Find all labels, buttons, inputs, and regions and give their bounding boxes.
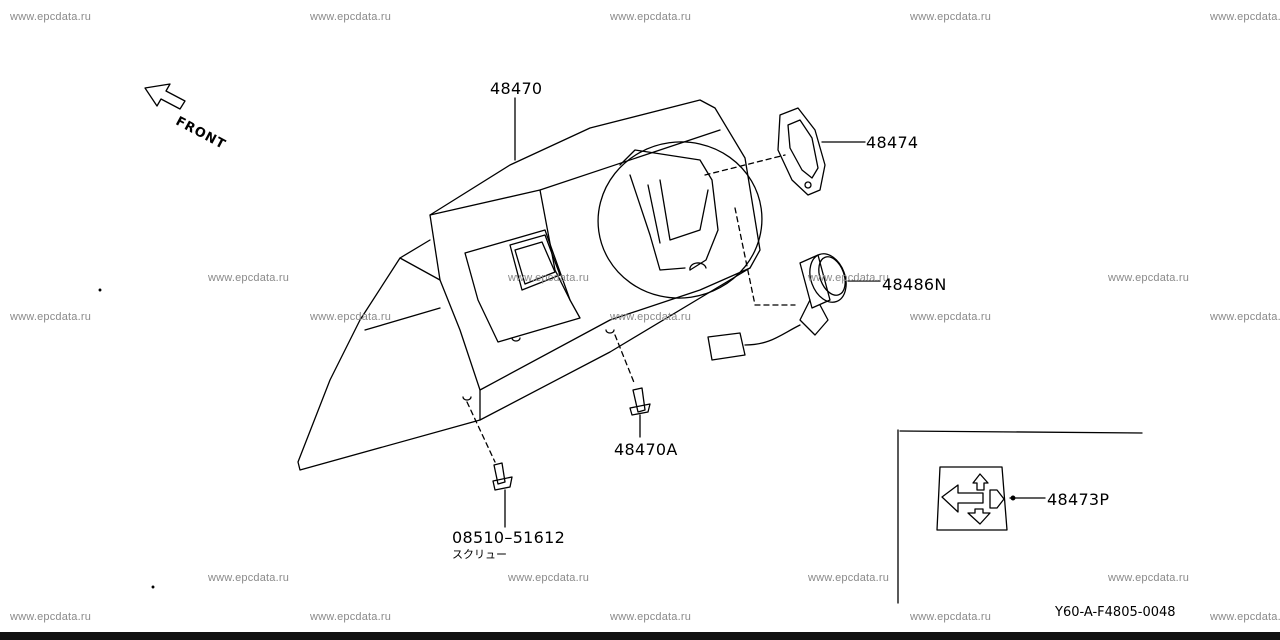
part-label-ring-switch[interactable]: 48486N	[882, 275, 947, 294]
watermark: www.epcdata.ru	[508, 272, 590, 284]
watermark: www.epcdata.ru	[808, 572, 890, 584]
watermark: www.epcdata.ru	[610, 611, 692, 623]
finisher-ring	[704, 107, 866, 196]
watermark: www.epcdata.ru	[910, 11, 992, 23]
watermark: www.epcdata.ru	[310, 311, 392, 323]
watermark: www.epcdata.ru	[10, 611, 92, 623]
front-arrow-icon	[144, 83, 186, 110]
cluster-lid	[297, 99, 763, 471]
watermark: www.epcdata.ru	[808, 272, 890, 284]
screw-48470a	[614, 334, 651, 438]
watermark: www.epcdata.ru	[910, 311, 992, 323]
figure-code: Y60-A-F4805-0048	[1055, 605, 1176, 620]
watermark: www.epcdata.ru	[208, 572, 290, 584]
watermark: www.epcdata.ru	[1108, 572, 1190, 584]
watermark: www.epcdata.ru	[208, 272, 290, 284]
part-label-screw-b[interactable]: 08510–51612	[452, 528, 566, 547]
screw-note: スクリュー	[452, 548, 507, 561]
watermark: www.epcdata.ru	[10, 11, 92, 23]
screw-08510	[466, 401, 513, 528]
watermark: www.epcdata.ru	[910, 611, 992, 623]
watermark: www.epcdata.ru	[1210, 311, 1280, 323]
watermark: www.epcdata.ru	[610, 11, 692, 23]
part-label-mirror-switch[interactable]: 48473P	[1047, 490, 1110, 509]
part-label-screw-a[interactable]: 48470A	[614, 440, 678, 459]
part-label-finisher[interactable]: 48474	[866, 133, 919, 152]
watermark: www.epcdata.ru	[1210, 611, 1280, 623]
watermark: www.epcdata.ru	[310, 11, 392, 23]
watermark: www.epcdata.ru	[310, 611, 392, 623]
watermark: www.epcdata.ru	[10, 311, 92, 323]
mirror-switch	[936, 466, 1046, 531]
bottom-border	[0, 632, 1280, 640]
watermark: www.epcdata.ru	[508, 572, 590, 584]
watermark: www.epcdata.ru	[1210, 11, 1280, 23]
watermark: www.epcdata.ru	[610, 311, 692, 323]
ring-switch	[707, 207, 881, 361]
part-label-cluster-lid[interactable]: 48470	[490, 79, 543, 98]
watermark: www.epcdata.ru	[1108, 272, 1190, 284]
